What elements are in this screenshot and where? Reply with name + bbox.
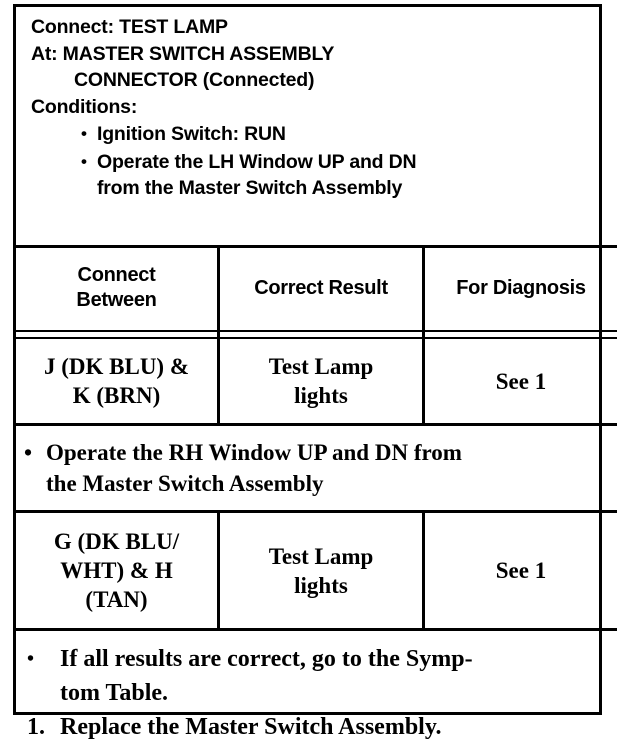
cell-correct-result: Test Lamp lights (219, 338, 424, 425)
condition-item: • Ignition Switch: RUN (31, 121, 593, 148)
at-line: At: MASTER SWITCH ASSEMBLY (31, 41, 593, 68)
results-table: Connect Between Correct Result For Diagn… (16, 245, 617, 754)
table-header-row: Connect Between Correct Result For Diagn… (16, 247, 617, 332)
cell-correct-result: Test Lamp lights (219, 512, 424, 630)
correct-result-line2: lights (224, 381, 418, 410)
rule-segment (16, 331, 219, 338)
correct-result-line2: lights (224, 571, 418, 600)
connect-between-line3: (TAN) (20, 585, 213, 614)
footer-item-number: 1. (27, 710, 53, 744)
bullet-icon: • (27, 642, 53, 676)
table-footer-row: • If all results are correct, go to the … (16, 630, 617, 754)
note-line2: the Master Switch Assembly (46, 468, 611, 499)
connect-between-line1: J (DK BLU) & (20, 352, 213, 381)
correct-result-line1: Test Lamp (224, 352, 418, 381)
scanned-page: Connect: TEST LAMP At: MASTER SWITCH ASS… (0, 0, 624, 736)
footer-bullet-item: • If all results are correct, go to the … (27, 642, 609, 710)
connect-between-line2: K (BRN) (20, 381, 213, 410)
header-connect-between: Connect Between (16, 247, 219, 332)
table-row: J (DK BLU) & K (BRN) Test Lamp lights Se… (16, 338, 617, 425)
bullet-icon: • (81, 149, 87, 176)
cell-connect-between: J (DK BLU) & K (BRN) (16, 338, 219, 425)
note-hanging-block: • Operate the RH Window UP and DN from t… (24, 437, 611, 499)
table-note-row: • Operate the RH Window UP and DN from t… (16, 425, 617, 512)
footer-numbered-text: Replace the Master Switch Assembly. (60, 714, 442, 740)
condition-item: • Operate the LH Window UP and DN from t… (31, 149, 593, 202)
bullet-icon: • (81, 121, 87, 148)
correct-result-line1: Test Lamp (224, 542, 418, 571)
condition-text: Ignition Switch: RUN (97, 121, 593, 148)
at-line-continuation: CONNECTOR (Connected) (31, 67, 593, 94)
conditions-list: • Ignition Switch: RUN • Operate the LH … (31, 121, 593, 202)
header-connect-between-line2: Between (18, 288, 215, 313)
conditions-label: Conditions: (31, 94, 593, 121)
connect-between-line2: WHT) & H (20, 556, 213, 585)
condition-text-wrap: from the Master Switch Assembly (97, 175, 593, 202)
header-for-diagnosis: For Diagnosis (424, 247, 618, 332)
table-row: G (DK BLU/ WHT) & H (TAN) Test Lamp ligh… (16, 512, 617, 630)
rule-segment (219, 331, 424, 338)
test-setup-block: Connect: TEST LAMP At: MASTER SWITCH ASS… (16, 7, 599, 245)
connect-line: Connect: TEST LAMP (31, 14, 593, 41)
condition-text: Operate the LH Window UP and DN (97, 149, 593, 176)
pinpoint-test-chart: Connect: TEST LAMP At: MASTER SWITCH ASS… (13, 4, 602, 715)
note-line1: Operate the RH Window UP and DN from (46, 440, 462, 465)
cell-for-diagnosis: See 1 (424, 338, 618, 425)
connect-between-line1: G (DK BLU/ (20, 527, 213, 556)
header-connect-between-line1: Connect (18, 263, 215, 288)
note-cell: • Operate the RH Window UP and DN from t… (16, 425, 617, 512)
header-double-rule (16, 331, 617, 338)
footer-bullet-line1: If all results are correct, go to the Sy… (60, 646, 473, 672)
footer-numbered-item: 1. Replace the Master Switch Assembly. (27, 710, 609, 744)
cell-for-diagnosis: See 1 (424, 512, 618, 630)
footer-bullet-line2: tom Table. (60, 676, 609, 710)
rule-segment (424, 331, 618, 338)
cell-connect-between: G (DK BLU/ WHT) & H (TAN) (16, 512, 219, 630)
footer-cell: • If all results are correct, go to the … (16, 630, 617, 754)
bullet-icon: • (24, 437, 32, 468)
header-correct-result: Correct Result (219, 247, 424, 332)
